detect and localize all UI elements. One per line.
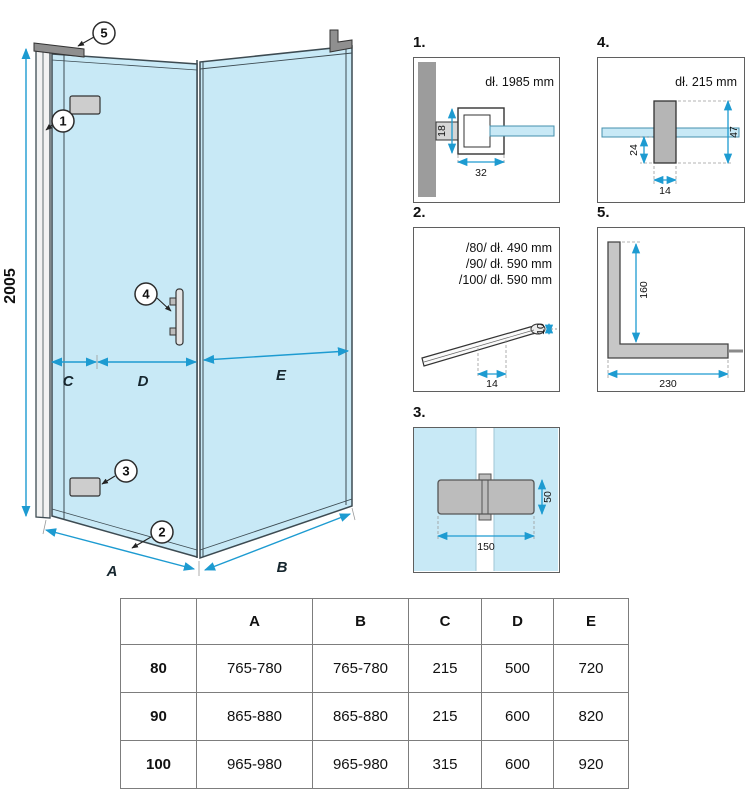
top-right-bracket [329,29,353,53]
value-cell: 765-780 [196,644,313,693]
value-cell: 600 [481,692,554,741]
dim-150: 150 [477,541,495,553]
variant-80: /80/ dł. 490 mm [466,241,552,255]
detail-2-label: 2. [413,204,426,221]
header-c: C [408,598,482,645]
header-corner [120,598,197,645]
variant-90: /90/ dł. 590 mm [466,257,552,271]
hinge-bottom [69,477,101,497]
detail-4-drawing: dł. 215 mm 24 47 14 [601,75,740,197]
wall [418,62,436,197]
detail-1-drawing: dł. 1985 mm 18 32 [418,62,555,197]
value-cell: 215 [408,692,482,741]
callout-3: 3 [101,459,138,485]
svg-text:5: 5 [100,26,107,41]
detail-2-drawing: /80/ dł. 490 mm /90/ dł. 590 mm /100/ dł… [421,241,558,390]
value-cell: 720 [553,644,629,693]
dim-50: 50 [542,491,554,503]
corner-profile-section [607,241,729,359]
wall-profile [35,45,51,519]
value-cell: 500 [481,644,554,693]
dim-label-d: D [138,373,149,390]
detail-box-2: /80/ dł. 490 mm /90/ dł. 590 mm /100/ dł… [413,227,560,392]
variant-100: /100/ dł. 590 mm [459,273,552,287]
length-text: dł. 1985 mm [485,75,554,89]
detail-box-3: 150 50 [413,427,560,573]
header-b: B [312,598,409,645]
value-cell: 965-980 [196,740,313,789]
door-handle [169,288,184,346]
hinge-top [69,95,101,115]
dim-label-e: E [276,367,287,384]
value-cell: 315 [408,740,482,789]
header-e: E [553,598,629,645]
detail-1-label: 1. [413,34,426,51]
detail-4-label: 4. [597,34,610,51]
detail-5-drawing: 160 230 [606,241,743,390]
value-cell: 920 [553,740,629,789]
value-cell: 965-980 [312,740,409,789]
dim-230: 230 [659,378,677,390]
header-d: D [481,598,554,645]
dim-24: 24 [628,144,640,156]
size-table: A B C D E 80 765-780 765-780 215 500 720… [120,598,629,789]
detail-box-5: 160 230 [597,227,745,392]
svg-text:1: 1 [59,114,66,129]
size-cell: 80 [120,644,197,693]
dim-14: 14 [659,185,671,197]
dim-18: 18 [436,125,448,137]
value-cell: 215 [408,644,482,693]
svg-text:3: 3 [122,464,129,479]
extension-lines [42,355,356,576]
value-cell: 865-880 [312,692,409,741]
value-cell: 820 [553,692,629,741]
value-cell: 865-880 [196,692,313,741]
value-cell: 765-780 [312,644,409,693]
callout-1: 1 [45,109,75,133]
dim-label-c: C [63,373,75,390]
dim-47: 47 [728,126,740,138]
support-bar [421,323,546,367]
detail-3-label: 3. [413,404,426,421]
table-row: 90 865-880 865-880 215 600 820 [120,692,629,741]
dim-32: 32 [475,167,487,179]
dim-label-a: A [106,563,118,580]
support-block [653,100,677,164]
callout-2: 2 [131,520,174,549]
header-a: A [196,598,313,645]
side-glass-panel [199,45,353,560]
detail-box-1: dł. 1985 mm 18 32 [413,57,560,203]
callout-4: 4 [134,282,172,312]
top-left-bracket [33,42,85,58]
callout-5: 5 [77,21,116,47]
svg-text:2: 2 [158,525,165,540]
shower-enclosure-diagram: 2005 C D E A B 5 1 4 3 2 [2,21,356,580]
dim-160: 160 [638,281,650,299]
table-header-row: A B C D E [120,598,629,645]
height-dimension: 2005 [2,268,19,304]
dim-14: 14 [486,378,498,390]
detail-box-4: dł. 215 mm 24 47 14 [597,57,745,203]
dimension-lines [21,47,352,571]
detail-3-drawing: 150 50 [414,428,558,571]
detail-5-label: 5. [597,204,610,221]
length-text: dł. 215 mm [675,75,737,89]
size-cell: 100 [120,740,197,789]
dim-label-b: B [277,559,288,576]
size-cell: 90 [120,692,197,741]
glass-section [489,125,555,137]
value-cell: 600 [481,740,554,789]
table-row: 80 765-780 765-780 215 500 720 [120,644,629,693]
svg-text:4: 4 [142,287,150,302]
hinge-section [437,473,535,521]
table-row: 100 965-980 965-980 315 600 920 [120,740,629,789]
dim-10: 10 [535,323,547,335]
